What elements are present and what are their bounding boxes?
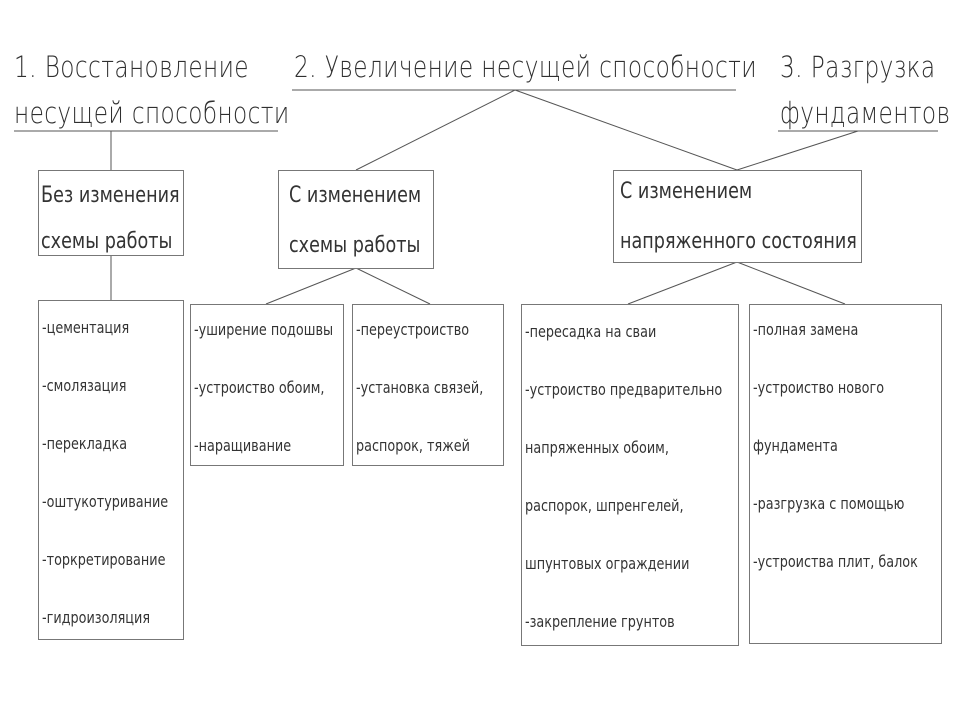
list-item: шпунтовых ограждении bbox=[525, 554, 690, 573]
list-item: -наращивание bbox=[194, 436, 292, 455]
list-item: -устроиства плит, балок bbox=[753, 552, 918, 571]
connector-with-scheme-to-rebuild bbox=[355, 267, 431, 305]
connector-with-stress-to-replacement bbox=[736, 261, 846, 305]
list-item: распорок, шпренгелей, bbox=[525, 496, 684, 515]
category-with-scheme-change: С изменением схемы работы bbox=[278, 170, 434, 269]
list-item: -смолязация bbox=[42, 376, 127, 395]
list-item: -устроиство нового bbox=[753, 378, 885, 397]
list-item: -уширение подошвы bbox=[194, 320, 334, 339]
list-item: -торкретирование bbox=[42, 550, 166, 569]
list-widening-methods: -уширение подошвы -устроиство обоим, -на… bbox=[190, 304, 344, 466]
list-item: -гидроизоляция bbox=[42, 608, 151, 627]
list-item: -разгрузка с помощью bbox=[753, 494, 905, 513]
list-replacement-methods: -полная замена -устроиство нового фундам… bbox=[749, 304, 942, 644]
list-item: распорок, тяжей bbox=[356, 436, 470, 455]
list-pile-transfer-methods: -пересадка на сваи -устроиство предварит… bbox=[521, 304, 739, 646]
list-item: фундамента bbox=[753, 436, 838, 455]
list-item: -устроиство обоим, bbox=[194, 378, 325, 397]
category-with-stress-change: С изменением напряженного состояния bbox=[613, 170, 862, 263]
heading-unload-foundations: 3. Разгрузка фундаментов bbox=[780, 50, 951, 130]
list-item: -устроиство предварительно bbox=[525, 380, 723, 399]
list-item: напряженных обоим, bbox=[525, 438, 669, 457]
list-item: -установка связей, bbox=[356, 378, 484, 397]
heading-increase-capacity: 2. Увеличение несущей способности bbox=[294, 50, 757, 84]
heading-restore-capacity: 1. Восстановление несущей способности bbox=[14, 50, 290, 130]
connector-with-scheme-to-widening bbox=[265, 267, 357, 305]
list-restore-methods: -цементация -смолязация -перекладка -ошт… bbox=[38, 300, 184, 640]
connector-with-stress-to-piles bbox=[627, 261, 738, 305]
category-without-scheme-change: Без изменения схемы работы bbox=[38, 170, 184, 256]
list-item: -оштукотуривание bbox=[42, 492, 169, 511]
list-item: -переустроиство bbox=[356, 320, 470, 339]
list-item: -закрепление грунтов bbox=[525, 612, 675, 631]
connector-increase-to-with-stress bbox=[514, 89, 738, 171]
list-item: -перекладка bbox=[42, 434, 128, 453]
connector-unload-to-with-stress bbox=[736, 130, 859, 171]
list-item: -полная замена bbox=[753, 320, 859, 339]
connector-increase-to-with-scheme bbox=[355, 89, 516, 171]
list-item: -пересадка на сваи bbox=[525, 322, 657, 341]
list-item: -цементация bbox=[42, 318, 130, 337]
list-rebuild-methods: -переустроиство -установка связей, распо… bbox=[352, 304, 504, 466]
